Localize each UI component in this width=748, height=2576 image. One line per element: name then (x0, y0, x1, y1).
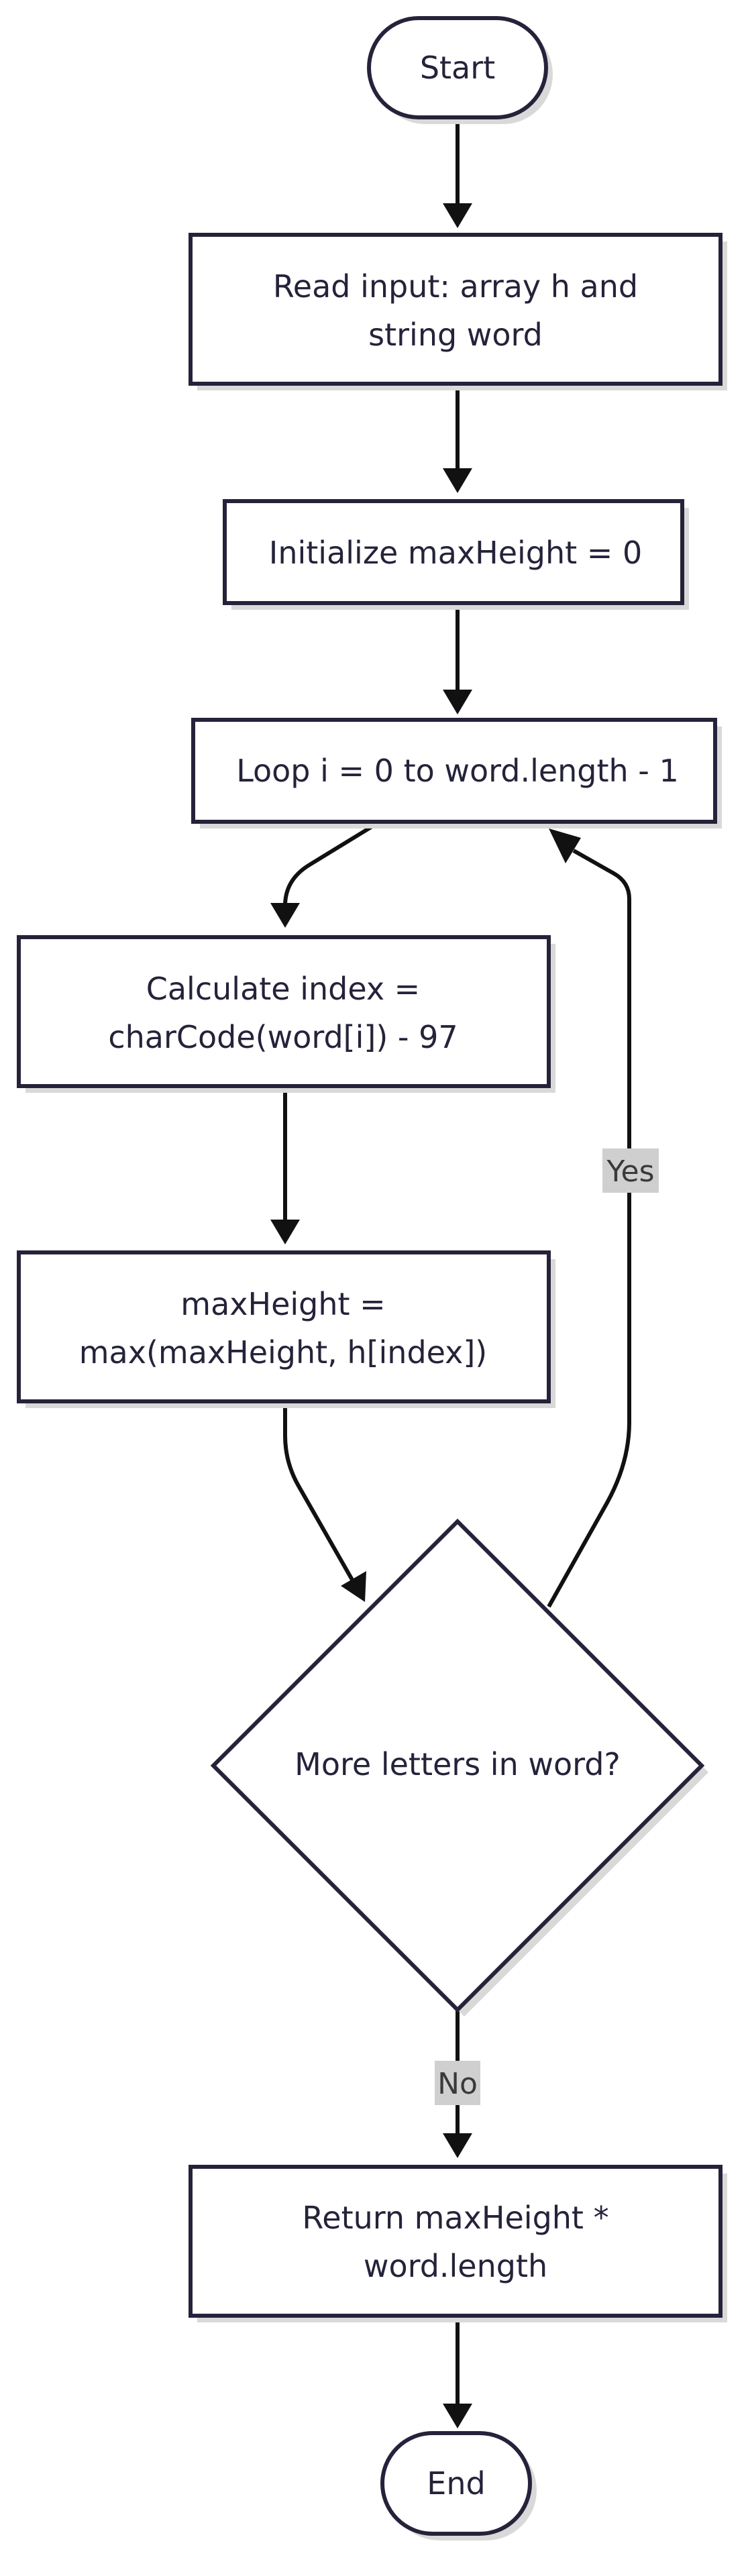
arrowhead-icon (443, 468, 472, 493)
arrowhead-icon (443, 2133, 472, 2158)
node-decision-label: More letters in word? (295, 1746, 621, 1782)
node-calculate-index-line2: charCode(word[i]) - 97 (108, 1019, 458, 1055)
node-read-input-line1: Read input: array h and (273, 268, 638, 305)
node-read-input-line2: string word (368, 317, 543, 353)
node-max-height-line1: maxHeight = (180, 1286, 385, 1322)
node-end-label: End (427, 2465, 485, 2502)
edge-label-no-text: No (437, 2067, 478, 2101)
node-loop-label: Loop i = 0 to word.length - 1 (236, 753, 679, 789)
arrowhead-icon (549, 828, 581, 863)
arrowhead-icon (443, 203, 472, 228)
node-initialize: Initialize maxHeight = 0 (223, 499, 689, 610)
edge-decision-to-loop-yes (547, 849, 631, 1608)
node-start-label: Start (420, 50, 495, 86)
node-decision: More letters in word? (210, 1518, 708, 2017)
node-max-height-line2: max(maxHeight, h[index]) (79, 1334, 488, 1371)
edge-label-yes-text: Yes (606, 1155, 654, 1189)
edge-loop-to-calc (283, 823, 376, 906)
node-read-input: Read input: array h and string word (189, 233, 727, 390)
node-loop: Loop i = 0 to word.length - 1 (191, 718, 722, 828)
node-max-height: maxHeight = max(maxHeight, h[index]) (17, 1250, 555, 1408)
edge-label-no: No (435, 2061, 480, 2105)
node-calculate-index: Calculate index = charCode(word[i]) - 97 (17, 935, 555, 1093)
edge-max-to-decision (283, 1405, 354, 1581)
node-return-line2: word.length (364, 2248, 547, 2284)
arrowhead-icon (443, 2404, 472, 2428)
node-calculate-index-line1: Calculate index = (146, 971, 420, 1007)
node-initialize-label: Initialize maxHeight = 0 (269, 535, 642, 571)
edges (270, 121, 631, 2428)
node-end: End (380, 2431, 537, 2540)
arrowhead-icon (443, 690, 472, 714)
arrowhead-icon (270, 1220, 300, 1244)
arrowhead-icon (341, 1571, 366, 1602)
node-return-line1: Return maxHeight * (302, 2200, 608, 2236)
node-return: Return maxHeight * word.length (189, 2165, 727, 2322)
node-start: Start (367, 16, 553, 124)
arrowhead-icon (270, 903, 300, 928)
edge-label-yes: Yes (602, 1148, 659, 1193)
